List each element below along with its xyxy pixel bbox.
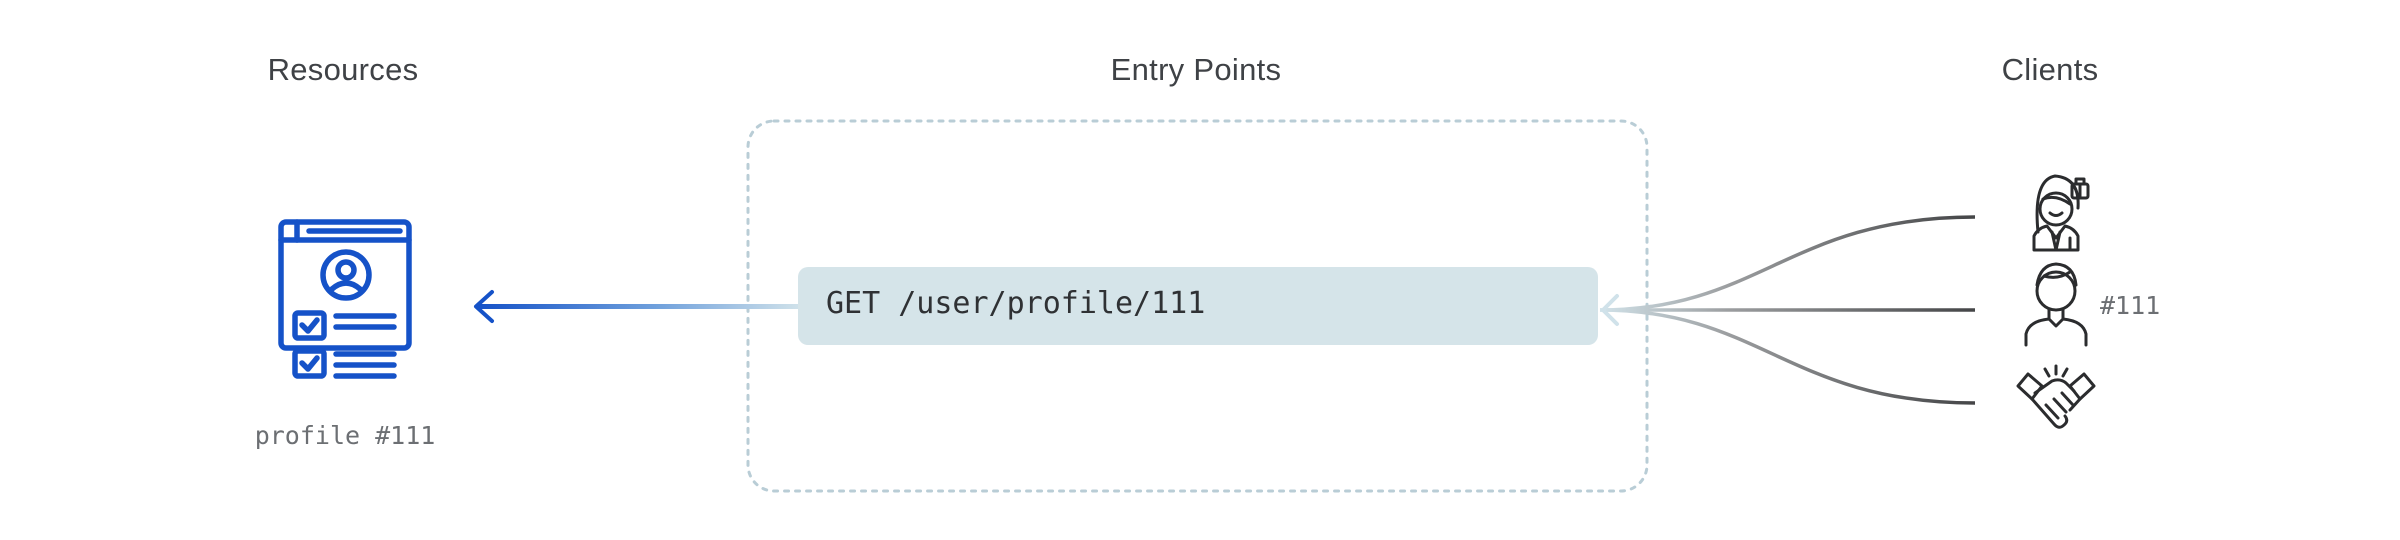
resource-arrow-line [478, 304, 800, 309]
endpoint-request: GET /user/profile/111 [826, 286, 1206, 321]
resources-heading: Resources [267, 52, 419, 87]
user-icon [2024, 262, 2088, 347]
resource-arrowhead [474, 290, 494, 323]
client-user-label: #111 [2100, 291, 2161, 320]
endpoint-box [798, 267, 1598, 345]
client-line-handshake [1599, 308, 1976, 405]
clients-heading: Clients [2001, 52, 2099, 87]
client-connections [1599, 215, 1976, 405]
entry-points-heading: Entry Points [1110, 52, 1282, 87]
businesswoman-icon [2032, 174, 2090, 252]
incoming-arrowhead [1601, 294, 1619, 326]
profile-document-icon [278, 219, 412, 379]
handshake-icon [2016, 364, 2096, 429]
resource-caption: profile #111 [254, 421, 436, 450]
client-line-businesswoman [1599, 215, 1976, 312]
